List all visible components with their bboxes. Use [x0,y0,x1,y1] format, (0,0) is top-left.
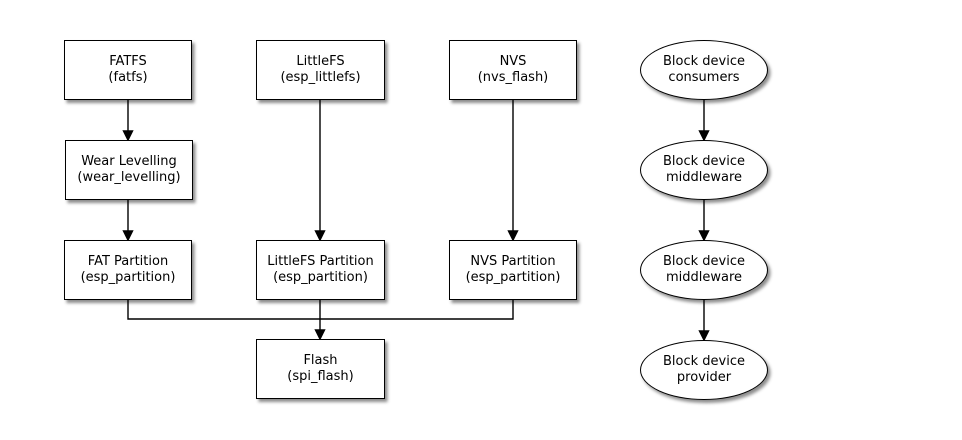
legend-middleware-1-line1: Block device [663,154,745,169]
node-littlefs-partition: LittleFS Partition (esp_partition) [256,240,385,300]
node-littlefs-partition-subtitle: (esp_partition) [273,270,368,285]
node-nvs-subtitle: (nvs_flash) [477,70,549,85]
legend-provider-line1: Block device [663,354,745,369]
node-flash: Flash (spi_flash) [256,339,385,399]
node-fat-partition-subtitle: (esp_partition) [80,270,176,285]
node-nvs-partition-title: NVS Partition [470,254,556,269]
arrowhead-down-icon [698,130,710,142]
arrowhead-down-icon [698,230,710,242]
node-fatfs-subtitle: (fatfs) [108,70,148,85]
node-wear-levelling-title: Wear Levelling [81,154,177,169]
legend-block-device-consumers: Block device consumers [640,40,768,100]
node-littlefs-partition-title: LittleFS Partition [267,254,374,269]
node-flash-title: Flash [303,353,338,368]
legend-provider-line2: provider [676,370,732,385]
node-flash-subtitle: (spi_flash) [287,369,354,384]
arrowhead-down-icon [122,230,134,242]
node-littlefs-subtitle: (esp_littlefs) [280,70,361,85]
node-fatfs-title: FATFS [109,54,147,69]
node-nvs-title: NVS [499,54,527,69]
legend-middleware-1-line2: middleware [665,170,743,185]
legend-block-device-middleware-2: Block device middleware [640,240,768,300]
edge-wear-levelling-fat-partition [122,200,134,242]
node-fat-partition: FAT Partition (esp_partition) [64,240,192,300]
edge-fatfs-wear-levelling [122,100,134,142]
legend-consumers-line1: Block device [663,54,745,69]
node-littlefs: LittleFS (esp_littlefs) [256,40,385,100]
edge-littlefs-partition-flash [314,300,326,341]
node-nvs-partition-subtitle: (esp_partition) [465,270,561,285]
edge-middleware-2-provider [698,300,710,342]
edge-nvs-nvs-partition [507,100,519,242]
arrowhead-down-icon [698,330,710,342]
edge-littlefs-littlefs-partition [314,100,326,242]
legend-middleware-2-line2: middleware [665,270,743,285]
node-fatfs: FATFS (fatfs) [64,40,192,100]
edge-consumers-middleware-1 [698,100,710,142]
legend-middleware-2-line1: Block device [663,254,745,269]
legend-consumers-line2: consumers [668,70,740,85]
arrowhead-down-icon [314,329,326,341]
node-littlefs-title: LittleFS [296,54,345,69]
arrowhead-down-icon [314,230,326,242]
arrowhead-down-icon [507,230,519,242]
node-nvs: NVS (nvs_flash) [449,40,577,100]
node-nvs-partition: NVS Partition (esp_partition) [449,240,577,300]
node-fat-partition-title: FAT Partition [87,254,169,269]
node-wear-levelling: Wear Levelling (wear_levelling) [65,140,193,200]
arrowhead-down-icon [122,130,134,142]
edge-middleware-1-middleware-2 [698,200,710,242]
node-wear-levelling-subtitle: (wear_levelling) [77,170,181,185]
legend-block-device-middleware-1: Block device middleware [640,140,768,200]
legend-block-device-provider: Block device provider [640,340,768,400]
